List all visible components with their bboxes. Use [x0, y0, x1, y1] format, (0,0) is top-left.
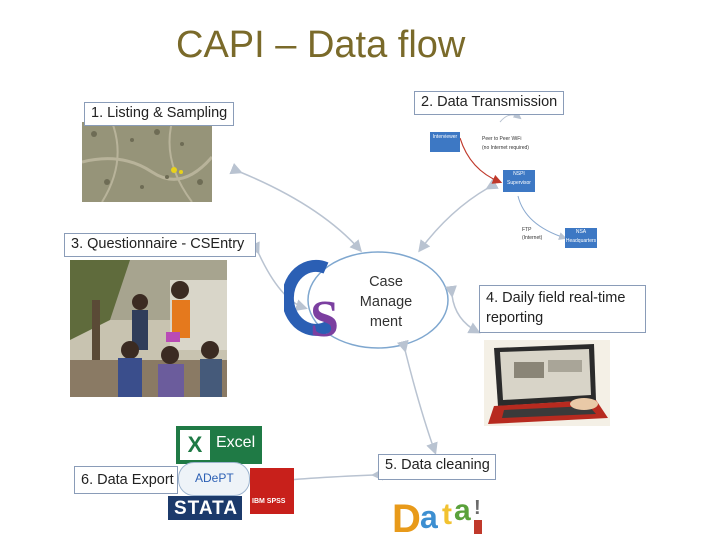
- cs-logo-icon: S: [281, 258, 354, 348]
- ftp-line1: FTP: [522, 227, 532, 233]
- svg-text:!: !: [474, 497, 481, 519]
- p2p-label: Peer to Peer WiFi (no Internet required): [482, 135, 529, 153]
- svg-text:t: t: [442, 498, 452, 531]
- ftp-label: FTP (Internet): [522, 226, 542, 242]
- data-cleaning-icon: D a t a !: [390, 480, 490, 541]
- arrow-to-top: [499, 111, 522, 123]
- stata-label: STATA: [174, 498, 239, 519]
- excel-icon: X: [180, 430, 210, 460]
- spss-logo: IBM SPSS: [250, 468, 294, 514]
- satellite-map-image: [82, 122, 212, 202]
- field-interview-photo: [70, 260, 227, 397]
- p2p-line1: Peer to Peer WiFi: [482, 136, 522, 142]
- supervisor-line1: NSPI: [513, 171, 525, 177]
- arrow-p2p: [459, 137, 503, 184]
- arrow-reporting: [444, 285, 481, 334]
- spss-label: IBM SPSS: [252, 498, 286, 505]
- interviewer-box: Interviewer: [430, 132, 460, 152]
- arrow-ftp: [517, 195, 567, 240]
- svg-text:a: a: [454, 494, 471, 527]
- supervisor-box: NSPI Supervisor: [503, 170, 535, 192]
- ftp-line2: (Internet): [522, 235, 543, 241]
- reporting-line1: 4. Daily field real-time: [486, 290, 626, 306]
- svg-text:D: D: [392, 497, 421, 538]
- adept-label: ADePT: [195, 471, 234, 485]
- case-line3: ment: [369, 314, 403, 330]
- hq-line1: NSA: [575, 229, 587, 235]
- stata-logo: STATA: [168, 496, 242, 520]
- page-title: CAPI – Data flow: [176, 24, 466, 66]
- laptop-image: [484, 340, 610, 426]
- adept-logo: ADePT: [178, 462, 250, 496]
- arrow-transmission: [418, 178, 499, 253]
- hq-line2: Headquarters: [565, 238, 597, 244]
- excel-label: Excel: [216, 434, 256, 451]
- svg-text:a: a: [420, 499, 438, 535]
- supervisor-line2: Supervisor: [507, 180, 531, 186]
- case-line1: Case: [369, 274, 403, 290]
- reporting-line2: reporting: [486, 310, 544, 326]
- interviewer-label: Interviewer: [432, 134, 458, 140]
- p2p-line2: (no Internet required): [482, 145, 529, 151]
- step-transmission-label: 2. Data Transmission: [414, 91, 564, 115]
- arrow-cleaning: [396, 339, 438, 455]
- step-questionnaire-label: 3. Questionnaire - CSEntry: [64, 233, 256, 257]
- excel-logo: X Excel: [176, 426, 262, 464]
- step-export-label: 6. Data Export: [74, 466, 178, 494]
- headquarters-box: NSA Headquarters: [565, 228, 597, 248]
- arrow-questionnaire: [248, 241, 308, 311]
- case-management-label: Case Manage ment: [356, 272, 416, 332]
- arrow-listing: [229, 163, 362, 253]
- step-reporting-label: 4. Daily field real-time reporting: [479, 285, 646, 333]
- case-line2: Manage: [359, 294, 413, 310]
- step-listing-label: 1. Listing & Sampling: [84, 102, 234, 126]
- step-cleaning-label: 5. Data cleaning: [378, 454, 496, 480]
- svg-text:S: S: [310, 291, 339, 342]
